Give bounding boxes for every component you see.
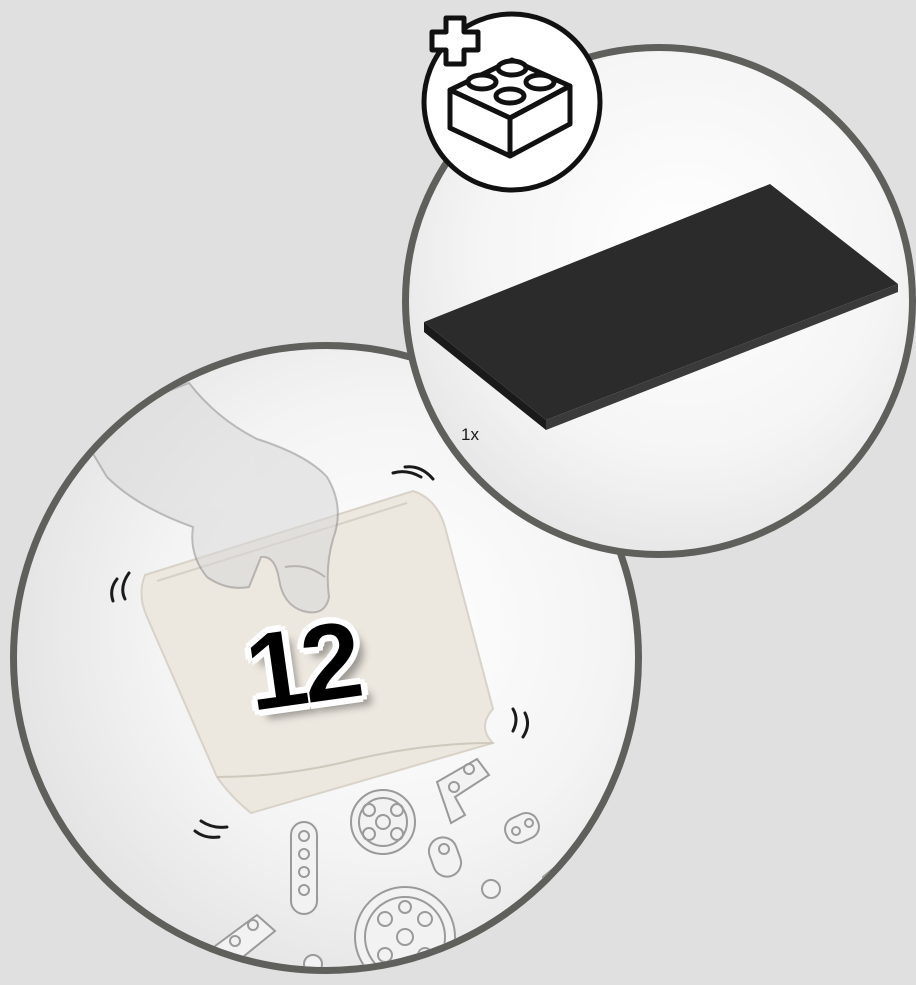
add-brick-icon — [420, 10, 604, 194]
part-quantity: 1x — [461, 425, 479, 445]
black-plate-icon — [424, 184, 898, 430]
